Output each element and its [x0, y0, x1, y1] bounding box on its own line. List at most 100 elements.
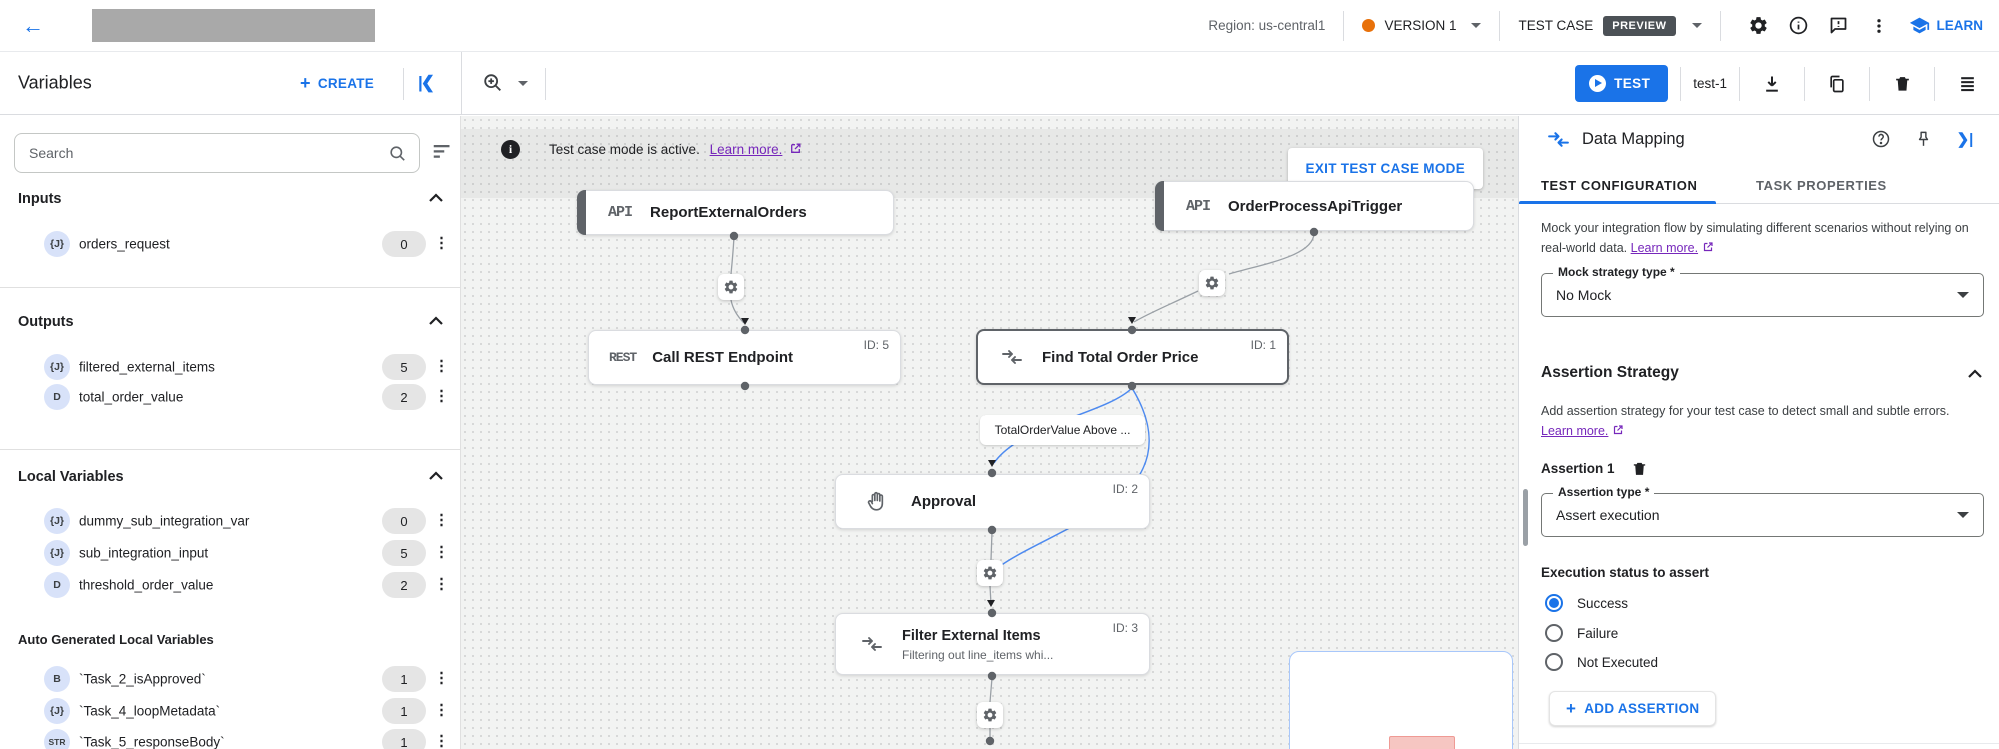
section-heading-inputs: Inputs — [18, 191, 62, 207]
usage-count-badge: 5 — [382, 354, 426, 380]
node-order-process-api-trigger[interactable]: API OrderProcessApiTrigger — [1155, 181, 1474, 231]
chevron-up-icon[interactable] — [428, 192, 444, 204]
data-mapping-icon — [862, 637, 882, 651]
variable-row[interactable]: D threshold_order_value 2 ⋮ — [0, 570, 461, 600]
test-case-name[interactable]: test-1 — [1693, 76, 1727, 91]
assertion-learn-more-link[interactable]: Learn more. — [1541, 424, 1609, 438]
panel-tabs: TEST CONFIGURATION TASK PROPERTIES — [1519, 166, 1999, 204]
download-icon[interactable] — [1752, 64, 1792, 104]
variable-row[interactable]: STR `Task_5_responseBody` 1 ⋮ — [0, 727, 461, 749]
assertion-item-title: Assertion 1 — [1541, 461, 1615, 476]
section-heading-outputs: Outputs — [18, 314, 74, 330]
delete-assertion-trash-icon[interactable] — [1631, 460, 1648, 477]
log-list-icon[interactable] — [1947, 64, 1987, 104]
panel-header: Data Mapping ❯| — [1519, 116, 1999, 162]
execution-status-heading: Execution status to assert — [1541, 565, 1710, 580]
mock-strategy-select[interactable]: Mock strategy type * No Mock — [1541, 265, 1984, 317]
plus-icon: + — [300, 73, 311, 93]
usage-count-badge: 0 — [382, 231, 426, 257]
variable-row[interactable]: {J} sub_integration_input 5 ⋮ — [0, 538, 461, 568]
panel-scrollbar[interactable] — [1523, 489, 1528, 546]
delete-trash-icon[interactable] — [1882, 64, 1922, 104]
variable-name: dummy_sub_integration_var — [79, 513, 250, 529]
chevron-up-icon[interactable] — [428, 315, 444, 327]
more-options-icon[interactable] — [1859, 6, 1899, 46]
search-input[interactable] — [15, 145, 388, 161]
radio-label: Success — [1577, 595, 1629, 611]
banner-learn-more-link[interactable]: Learn more. — [709, 142, 783, 157]
collapse-panel-right-icon[interactable]: ❯| — [1956, 131, 1974, 148]
version-selector[interactable]: VERSION 1 — [1362, 18, 1482, 33]
back-arrow-button[interactable]: ← — [22, 12, 44, 38]
kebab-menu-icon[interactable]: ⋮ — [434, 511, 449, 529]
edge-settings-gear-icon[interactable] — [977, 702, 1003, 728]
kebab-menu-icon[interactable]: ⋮ — [434, 575, 449, 593]
copy-icon[interactable] — [1817, 64, 1857, 104]
radio-label: Not Executed — [1577, 654, 1659, 670]
assertion-type-select[interactable]: Assertion type * Assert execution — [1541, 485, 1984, 537]
radio-not-executed[interactable]: Not Executed — [1545, 653, 1658, 671]
kebab-menu-icon[interactable]: ⋮ — [434, 669, 449, 687]
node-title: Call REST Endpoint — [652, 349, 794, 366]
edge-condition-label[interactable]: TotalOrderValue Above ... — [980, 415, 1145, 445]
kebab-menu-icon[interactable]: ⋮ — [434, 357, 449, 375]
variable-row[interactable]: D total_order_value 2 ⋮ — [0, 382, 461, 412]
node-call-rest-endpoint[interactable]: REST Call REST Endpoint ID: 5 — [588, 330, 901, 385]
integration-flow-canvas[interactable]: i Test case mode is active. Learn more. … — [461, 116, 1518, 749]
kebab-menu-icon[interactable]: ⋮ — [434, 387, 449, 405]
learn-link[interactable]: LEARN — [1909, 15, 1983, 36]
canvas-minimap[interactable] — [1289, 651, 1513, 749]
mock-learn-more-link[interactable]: Learn more. — [1630, 241, 1699, 255]
variable-row[interactable]: B `Task_2_isApproved` 1 ⋮ — [0, 664, 461, 694]
node-report-external-orders[interactable]: API ReportExternalOrders — [577, 190, 894, 235]
divider — [1343, 10, 1345, 41]
settings-gear-icon[interactable] — [1739, 6, 1779, 46]
info-icon[interactable] — [1779, 6, 1819, 46]
add-assertion-button[interactable]: + ADD ASSERTION — [1549, 691, 1717, 726]
chevron-up-icon[interactable] — [1967, 368, 1983, 380]
radio-failure[interactable]: Failure — [1545, 624, 1618, 642]
chevron-down-icon — [1691, 23, 1702, 28]
variable-name: `Task_5_responseBody` — [79, 734, 225, 749]
edge-settings-gear-icon[interactable] — [718, 274, 744, 300]
data-mapping-icon — [1548, 131, 1569, 147]
api-trigger-icon: API — [1186, 197, 1211, 215]
add-assertion-label: ADD ASSERTION — [1584, 701, 1700, 716]
node-title: ReportExternalOrders — [650, 204, 807, 221]
tab-task-properties[interactable]: TASK PROPERTIES — [1756, 177, 1887, 193]
divider — [461, 52, 462, 115]
mock-strategy-label: Mock strategy type * — [1553, 265, 1680, 279]
tab-test-configuration[interactable]: TEST CONFIGURATION — [1541, 177, 1698, 193]
radio-success[interactable]: Success — [1545, 594, 1628, 612]
chevron-down-icon — [1957, 292, 1969, 298]
feedback-icon[interactable] — [1819, 6, 1859, 46]
variable-row[interactable]: {J} dummy_sub_integration_var 0 ⋮ — [0, 506, 461, 536]
help-icon[interactable] — [1863, 121, 1899, 157]
pin-icon[interactable] — [1905, 121, 1941, 157]
create-variable-button[interactable]: + CREATE — [300, 74, 374, 92]
variable-row[interactable]: {J} `Task_4_loopMetadata` 1 ⋮ — [0, 696, 461, 726]
test-case-selector[interactable]: TEST CASE PREVIEW — [1518, 15, 1702, 36]
test-button[interactable]: TEST — [1575, 65, 1669, 102]
node-approval[interactable]: Approval ID: 2 — [835, 474, 1150, 529]
node-filter-external-items[interactable]: Filter External Items Filtering out line… — [835, 613, 1150, 675]
variable-row[interactable]: {J} filtered_external_items 5 ⋮ — [0, 352, 461, 382]
create-label: CREATE — [317, 75, 375, 91]
usage-count-badge: 0 — [382, 508, 426, 534]
node-id-label: ID: 1 — [1250, 338, 1276, 352]
edge-settings-gear-icon[interactable] — [977, 560, 1003, 586]
node-find-total-order-price[interactable]: Find Total Order Price ID: 1 — [976, 329, 1289, 385]
kebab-menu-icon[interactable]: ⋮ — [434, 234, 449, 252]
edge-settings-gear-icon[interactable] — [1199, 270, 1225, 296]
variable-row[interactable]: {J} orders_request 0 ⋮ — [0, 229, 461, 259]
sort-icon[interactable] — [432, 143, 453, 161]
chevron-up-icon[interactable] — [428, 470, 444, 482]
kebab-menu-icon[interactable]: ⋮ — [434, 701, 449, 719]
assertion-strategy-heading: Assertion Strategy — [1541, 364, 1679, 381]
kebab-menu-icon[interactable]: ⋮ — [434, 732, 449, 749]
collapse-panel-left-icon[interactable]: |❮ — [418, 73, 435, 92]
zoom-control[interactable] — [482, 72, 528, 94]
kebab-menu-icon[interactable]: ⋮ — [434, 543, 449, 561]
type-json-icon: {J} — [44, 508, 70, 534]
node-title: OrderProcessApiTrigger — [1228, 197, 1403, 215]
